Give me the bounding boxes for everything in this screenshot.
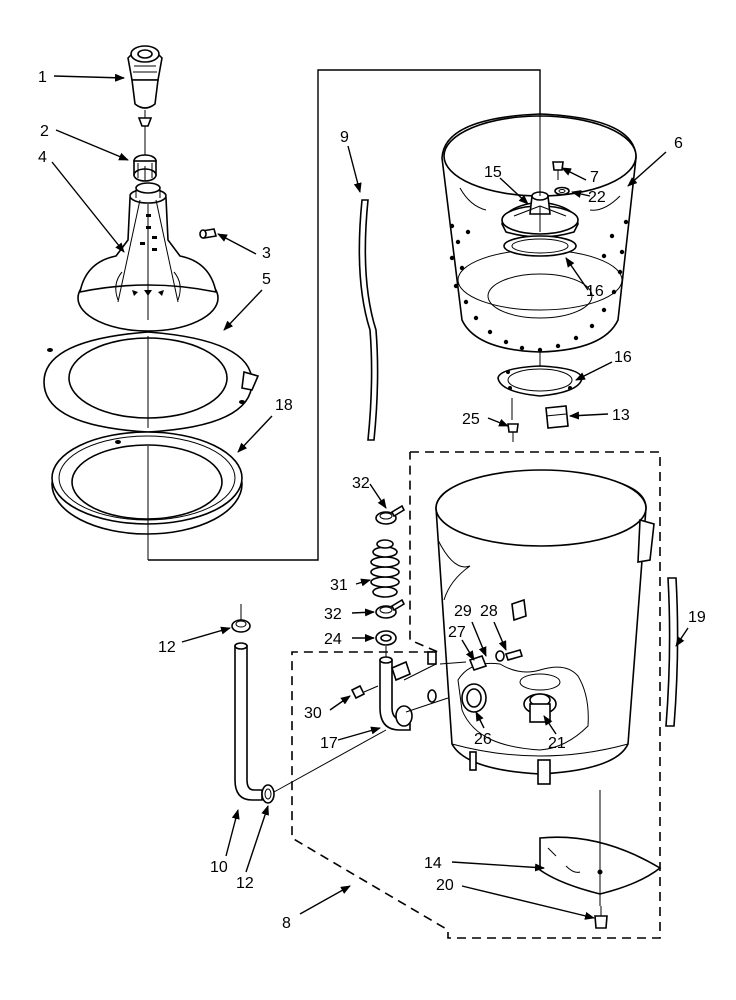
drain-elbow-part [379, 656, 449, 731]
leader-line-2 [55, 129, 129, 161]
callout-28: 28 [480, 603, 498, 620]
gasket-bolt-part [507, 398, 519, 442]
tub-grommet-part [461, 683, 487, 713]
leader-line-21 [543, 715, 557, 735]
callout-14: 14 [424, 855, 442, 872]
leader-line-26 [475, 711, 485, 729]
leader-line-32-lower [351, 608, 375, 617]
callout-8: 8 [282, 915, 291, 932]
leader-line-9 [347, 145, 362, 193]
leader-line-13 [569, 411, 609, 420]
callout-7: 7 [590, 169, 599, 186]
leader-line-16-lower [575, 361, 613, 381]
callout-10: 10 [210, 859, 228, 876]
cap-bolt-part [137, 117, 153, 127]
leader-line-8 [299, 885, 351, 915]
outer-tub-part [435, 469, 655, 785]
leader-line-4 [51, 161, 125, 253]
tub-ring-part [43, 331, 260, 433]
hub-gasket-lower-part [497, 365, 583, 397]
callout-27: 27 [448, 624, 466, 641]
callout-30: 30 [304, 705, 322, 722]
callout-20: 20 [436, 877, 454, 894]
leader-line-25 [487, 417, 509, 427]
leader-line-19 [675, 627, 689, 647]
leader-line-32-upper [369, 483, 387, 509]
leader-line-22 [571, 190, 591, 198]
callout-29: 29 [454, 603, 472, 620]
hose-clamp-bottom-part [261, 784, 275, 804]
callout-26: 26 [474, 731, 492, 748]
callout-2: 2 [40, 123, 49, 140]
hose-clamp-lower-part [375, 598, 406, 619]
agitator-cap-part [127, 45, 163, 109]
agitator-cam-part [133, 154, 157, 182]
callout-4: 4 [38, 149, 47, 166]
hose-part [358, 199, 379, 441]
leader-line-14 [451, 861, 545, 872]
callout-25: 25 [462, 411, 480, 428]
callout-6: 6 [674, 135, 683, 152]
hose-clamp-upper-part [375, 504, 406, 525]
leader-line-6 [627, 151, 667, 187]
agitator-part [77, 182, 219, 332]
leader-line-29 [471, 621, 487, 657]
callout-15: 15 [484, 164, 502, 181]
leader-line-12-top [181, 626, 231, 643]
shield-screw-part [594, 906, 608, 929]
basket-clip-part [545, 405, 569, 429]
leader-line-1 [53, 73, 125, 82]
callout-22: 22 [588, 189, 606, 206]
callout-17: 17 [320, 735, 338, 752]
leader-line-16-upper [565, 257, 589, 291]
callout-1: 1 [38, 69, 47, 86]
callout-21: 21 [548, 735, 566, 752]
drain-hose-part [234, 642, 263, 801]
leader-line-5 [223, 289, 263, 331]
hub-gasket-upper-part [503, 235, 577, 257]
leader-line-20 [461, 885, 595, 920]
leader-line-18 [237, 415, 273, 453]
callout-12-top: 12 [158, 639, 176, 656]
leader-line-17 [337, 726, 381, 741]
callout-12-bottom: 12 [236, 875, 254, 892]
leader-line-12-bottom [245, 805, 269, 873]
leader-line-3 [217, 233, 257, 255]
leader-line-15 [499, 177, 529, 205]
callout-31: 31 [330, 577, 348, 594]
callout-13: 13 [612, 407, 630, 424]
callout-16-upper: 16 [586, 283, 604, 300]
callout-3: 3 [262, 245, 271, 262]
elbow-port-part [427, 689, 437, 703]
seal-ring-part [375, 630, 397, 646]
elbow-nut-part [350, 684, 379, 700]
callout-19: 19 [688, 609, 706, 626]
leader-line-28 [493, 621, 507, 651]
leader-line-27 [461, 639, 475, 661]
callout-24: 24 [324, 631, 342, 648]
tub-seal-strip-part [665, 577, 679, 727]
basket-hub-part [501, 191, 579, 238]
elbow-bracket-part [427, 651, 437, 665]
hub-washer-part [554, 186, 570, 196]
agitator-screw-part [199, 228, 218, 239]
leader-line-30 [329, 695, 351, 711]
callout-18: 18 [275, 397, 293, 414]
balance-ring-part [51, 431, 243, 535]
callout-16-lower: 16 [614, 349, 632, 366]
hose-clamp-top-part [231, 619, 251, 633]
callout-9: 9 [340, 129, 349, 146]
leader-line-10 [225, 809, 240, 857]
callout-32-lower: 32 [324, 606, 342, 623]
callout-32-upper: 32 [352, 475, 370, 492]
bellows-part [370, 539, 400, 598]
leader-line-7 [561, 167, 587, 181]
callout-5: 5 [262, 271, 271, 288]
leader-line-31 [355, 578, 371, 587]
